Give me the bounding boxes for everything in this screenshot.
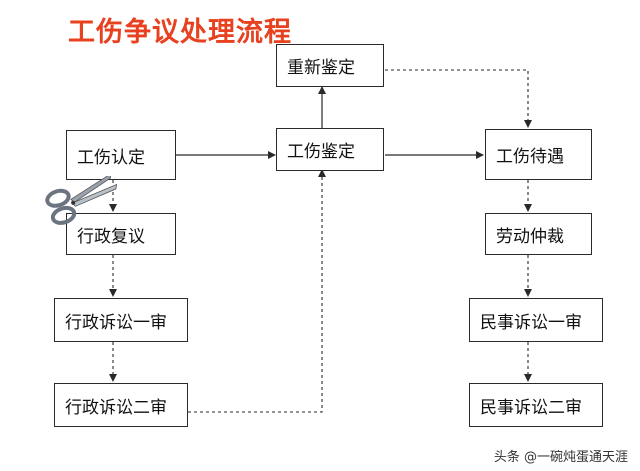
box-labor-arbitration: 劳动仲裁: [485, 213, 592, 255]
box-injury-recognition: 工伤认定: [66, 130, 176, 180]
arrow-suit-second-to-appraisal: [188, 169, 326, 413]
box-civil-suit-second: 民事诉讼二审: [469, 383, 603, 427]
watermark: 头条 @一碗炖蛋通天涯: [493, 450, 628, 465]
arrow-reappraisal-to-benefits: [385, 69, 532, 128]
diagram-title: 工伤争议处理流程: [68, 17, 292, 48]
box-admin-reconsideration: 行政复议: [66, 213, 176, 255]
box-admin-suit-first: 行政诉讼一审: [54, 298, 188, 342]
box-civil-suit-first: 民事诉讼一审: [469, 298, 603, 342]
box-injury-benefits: 工伤待遇: [485, 129, 592, 180]
box-admin-suit-second: 行政诉讼二审: [54, 383, 188, 427]
box-injury-appraisal: 工伤鉴定: [276, 128, 384, 171]
scissors-icon: [45, 176, 118, 225]
box-re-appraisal: 重新鉴定: [276, 44, 384, 87]
